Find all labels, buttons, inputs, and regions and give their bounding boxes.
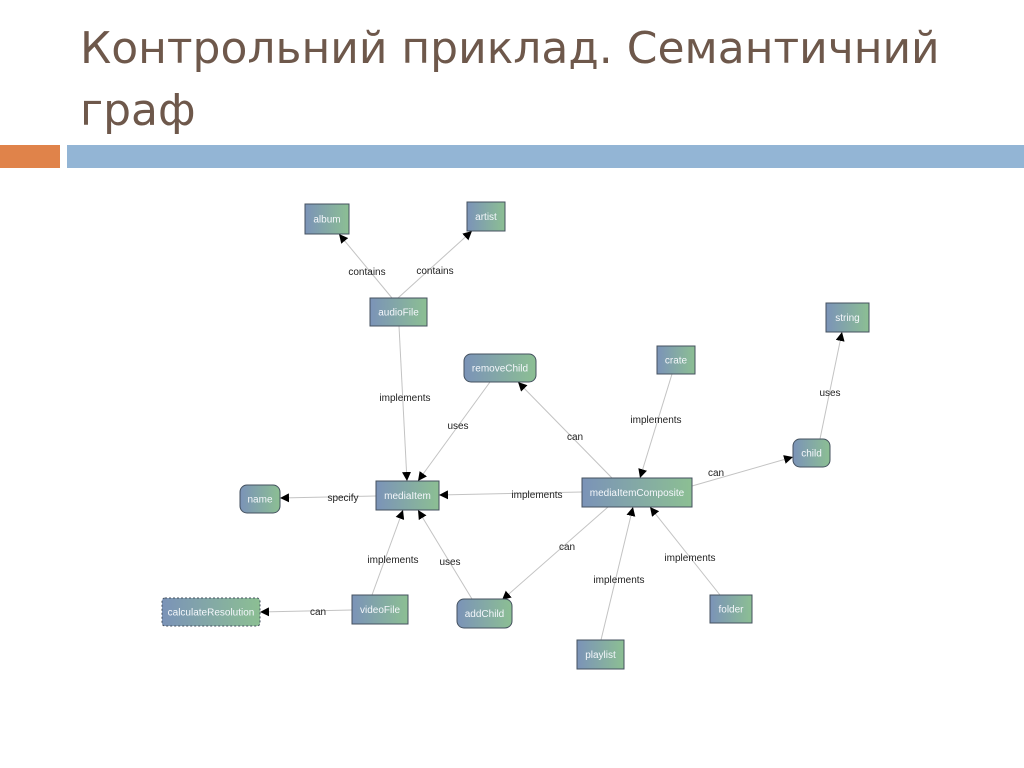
node-name: name: [239, 484, 281, 514]
edge-mediaItem-to-name: [279, 493, 377, 503]
node-crate: crate: [656, 345, 696, 375]
node-calculateResolution: calculateResolution: [161, 597, 261, 627]
edge-mediaItemComposite-to-addChild: [501, 506, 609, 601]
node-child: child: [792, 438, 831, 468]
edge-mediaItemComposite-to-mediaItem: [438, 490, 583, 500]
node-box-playlist: [576, 639, 625, 670]
edge-playlist-to-mediaItemComposite: [600, 506, 636, 641]
node-album: album: [304, 203, 350, 235]
node-label-string: string: [835, 313, 859, 324]
node-box-artist: [466, 201, 506, 232]
edge-label-mediaItemComposite-to-addChild: can: [559, 542, 575, 553]
accent-bar: [0, 145, 60, 168]
node-playlist: playlist: [576, 639, 625, 670]
node-videoFile: videoFile: [351, 594, 409, 625]
node-label-artist: artist: [475, 212, 497, 223]
edge-label-audioFile-to-artist: contains: [416, 266, 453, 277]
edge-label-mediaItemComposite-to-removeChild: can: [567, 432, 583, 443]
node-artist: artist: [466, 201, 506, 232]
edge-child-to-string: [819, 331, 845, 440]
edge-mediaItemComposite-to-removeChild: [517, 381, 613, 479]
edge-audioFile-to-album: [338, 233, 393, 299]
node-box-crate: [656, 345, 696, 375]
edge-label-removeChild-to-mediaItem: uses: [447, 421, 468, 432]
node-label-removeChild: removeChild: [472, 364, 528, 375]
node-box-audioFile: [369, 297, 428, 327]
node-label-videoFile: videoFile: [360, 605, 400, 616]
nodes-layer: album artist audioFile removeChild crate stri…: [161, 201, 870, 670]
node-box-name: [239, 484, 281, 514]
edge-label-crate-to-mediaItemComposite: implements: [630, 415, 681, 426]
edge-label-playlist-to-mediaItemComposite: implements: [593, 575, 644, 586]
edge-videoFile-to-calculateResolution: [259, 607, 353, 617]
edge-mediaItemComposite-to-child: [691, 455, 794, 487]
node-box-addChild: [456, 598, 513, 629]
edge-label-audioFile-to-album: contains: [348, 267, 385, 278]
node-label-calculateResolution: calculateResolution: [168, 608, 255, 619]
edge-label-audioFile-to-mediaItem: implements: [379, 393, 430, 404]
node-label-name: name: [247, 495, 272, 506]
edge-audioFile-to-mediaItem: [398, 325, 412, 482]
node-label-audioFile: audioFile: [378, 308, 419, 319]
edge-folder-to-mediaItemComposite: [649, 506, 721, 596]
node-box-removeChild: [463, 353, 537, 383]
edge-videoFile-to-mediaItem: [371, 509, 405, 596]
edge-crate-to-mediaItemComposite: [638, 373, 673, 479]
node-label-folder: folder: [718, 605, 744, 616]
node-box-mediaItem: [375, 480, 440, 511]
node-audioFile: audioFile: [369, 297, 428, 327]
node-mediaItemComposite: mediaItemComposite: [581, 477, 693, 508]
edge-label-mediaItemComposite-to-child: can: [708, 468, 724, 479]
edge-label-folder-to-mediaItemComposite: implements: [664, 553, 715, 564]
edges-layer: contains contains implements uses can impleme…: [259, 230, 845, 641]
node-folder: folder: [709, 594, 753, 624]
edge-audioFile-to-artist: [397, 230, 473, 299]
edge-label-child-to-string: uses: [819, 388, 840, 399]
node-box-child: [792, 438, 831, 468]
node-label-addChild: addChild: [465, 609, 504, 620]
edge-label-mediaItem-to-name: specify: [327, 493, 358, 504]
edge-addChild-to-mediaItem: [417, 509, 473, 600]
edge-removeChild-to-mediaItem: [417, 381, 491, 482]
edge-label-videoFile-to-mediaItem: implements: [367, 555, 418, 566]
title-rule-bar: [67, 145, 1024, 168]
node-label-child: child: [801, 449, 822, 460]
node-label-album: album: [313, 215, 340, 226]
node-box-string: [825, 302, 870, 333]
node-label-mediaItem: mediaItem: [384, 491, 431, 502]
edge-label-addChild-to-mediaItem: uses: [439, 557, 460, 568]
node-removeChild: removeChild: [463, 353, 537, 383]
node-box-calculateResolution: [161, 597, 261, 627]
node-label-playlist: playlist: [585, 650, 616, 661]
edge-label-mediaItemComposite-to-mediaItem: implements: [511, 490, 562, 501]
node-label-crate: crate: [665, 356, 688, 367]
node-string: string: [825, 302, 870, 333]
edge-label-videoFile-to-calculateResolution: can: [310, 607, 326, 618]
node-box-mediaItemComposite: [581, 477, 693, 508]
slide-title: Контрольний приклад. Семантичний граф: [80, 23, 940, 136]
node-mediaItem: mediaItem: [375, 480, 440, 511]
node-box-folder: [709, 594, 753, 624]
node-box-videoFile: [351, 594, 409, 625]
node-label-mediaItemComposite: mediaItemComposite: [590, 488, 685, 499]
node-box-album: [304, 203, 350, 235]
node-addChild: addChild: [456, 598, 513, 629]
